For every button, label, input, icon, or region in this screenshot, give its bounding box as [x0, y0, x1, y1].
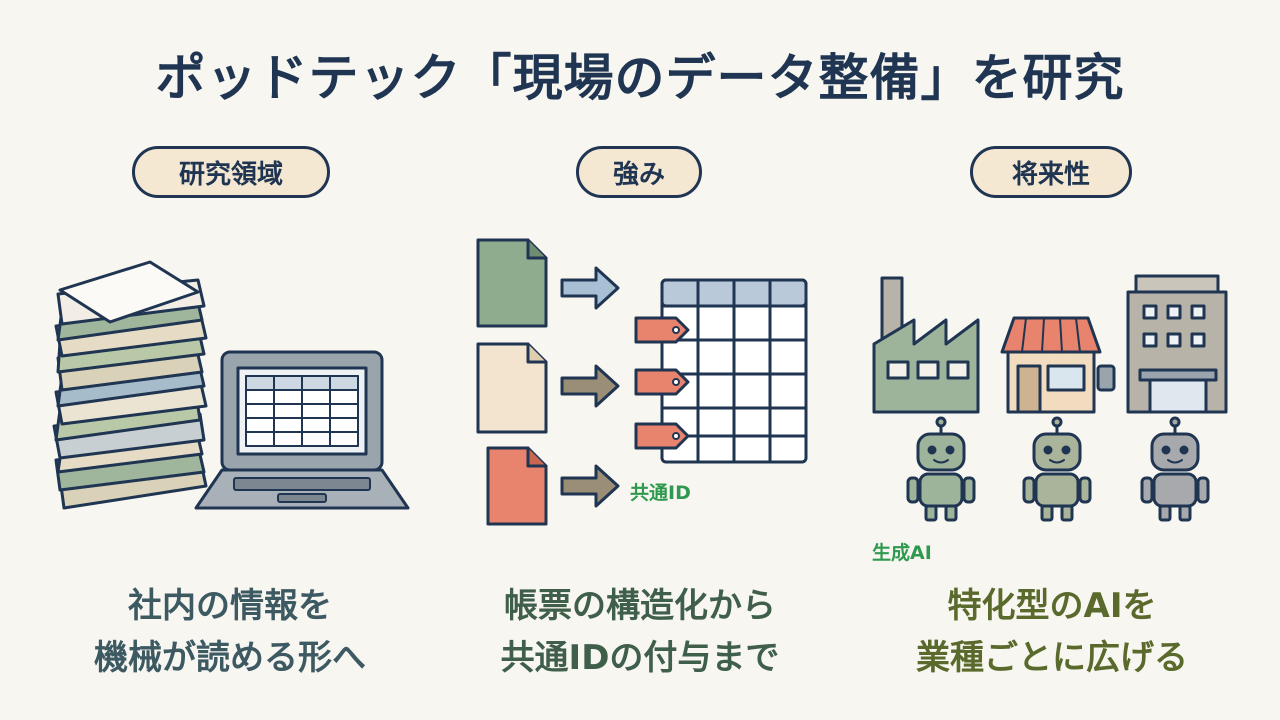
caption-future-line1: 特化型のAIを [947, 586, 1157, 626]
document-green-icon [476, 238, 548, 328]
caption-strength: 帳票の構造化から 共通IDの付与まで [440, 580, 840, 684]
caption-future-line2: 業種ごとに広げる [916, 638, 1188, 678]
shop-icon [1000, 316, 1116, 414]
heading-future: 将来性 [970, 146, 1132, 198]
heading-strength-label: 強み [612, 159, 665, 190]
id-tag-icon-1 [634, 316, 690, 344]
id-tag-icon-3 [634, 422, 690, 450]
paper-stack-illustration [52, 260, 208, 510]
factory-icon [872, 276, 980, 414]
robot-icon-2 [1022, 416, 1092, 522]
heading-strength: 強み [576, 146, 702, 198]
caption-research-area: 社内の情報を 機械が読める形へ [30, 580, 430, 684]
caption-research-area-line1: 社内の情報を [128, 586, 332, 626]
laptop-illustration [194, 350, 410, 510]
arrow-right-icon-1 [560, 266, 620, 310]
robot-icon-1 [906, 416, 976, 522]
caption-strength-line2: 共通IDの付与まで [500, 638, 780, 678]
document-red-icon [486, 446, 548, 526]
caption-future: 特化型のAIを 業種ごとに広げる [852, 580, 1252, 684]
heading-research-area-label: 研究領域 [178, 159, 283, 190]
document-cream-icon [476, 342, 548, 434]
page-title: ポッドテック「現場のデータ整備」を研究 [155, 49, 1125, 107]
heading-research-area: 研究領域 [132, 146, 330, 198]
caption-research-area-line2: 機械が読める形へ [94, 638, 366, 678]
office-building-icon [1126, 274, 1228, 414]
id-tag-icon-2 [634, 368, 690, 396]
arrow-right-icon-2 [560, 364, 620, 408]
caption-strength-line1: 帳票の構造化から [504, 586, 776, 626]
table-grid-illustration [660, 278, 808, 464]
common-id-label: 共通ID [630, 482, 691, 504]
robot-icon-3 [1140, 416, 1210, 522]
arrow-right-icon-3 [560, 464, 620, 508]
heading-future-label: 将来性 [1011, 159, 1090, 190]
generative-ai-label: 生成AI [872, 542, 932, 564]
